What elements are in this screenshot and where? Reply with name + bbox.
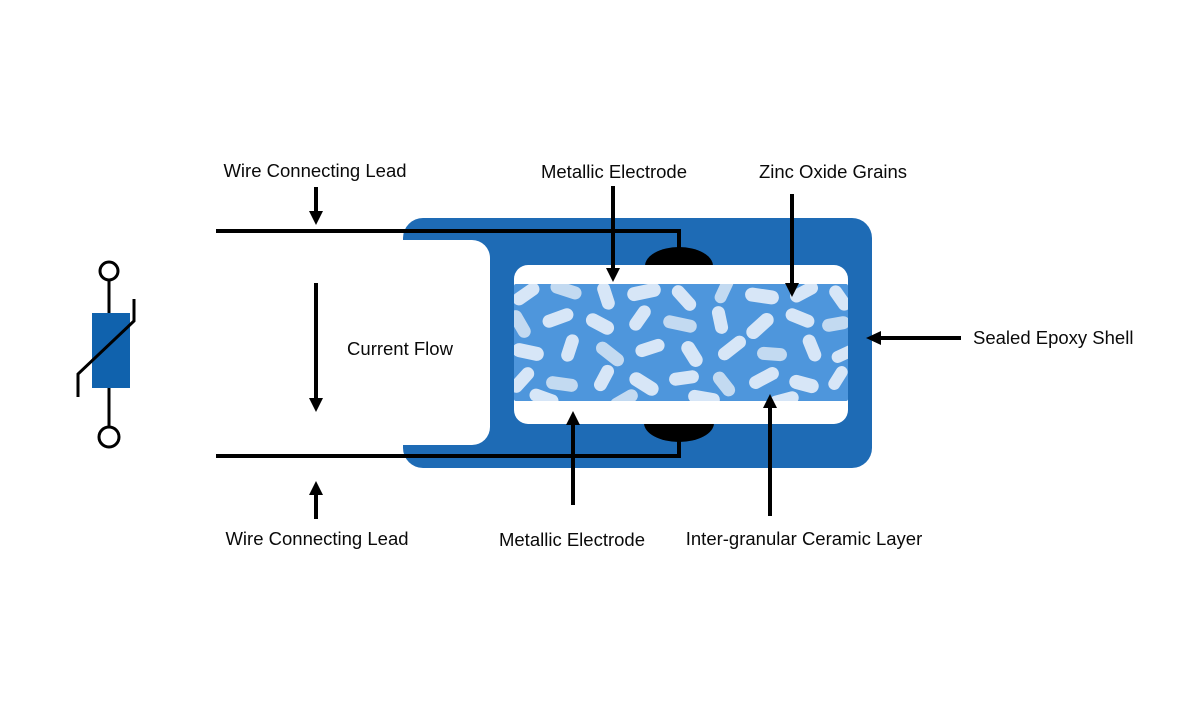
- zinc-oxide-grain: [669, 370, 699, 386]
- zinc-oxide-grain-field: [514, 284, 848, 401]
- wire-leads: [216, 229, 681, 458]
- symbol-varistor-strike: [76, 299, 136, 397]
- label-current-flow: Current Flow: [347, 338, 454, 359]
- zinc-oxide-grain: [610, 389, 638, 401]
- electrode-contacts: [644, 247, 714, 442]
- zinc-oxide-grains-arrow: [785, 194, 799, 297]
- varistor-circuit-symbol: [76, 260, 136, 449]
- diagram-labels: Wire Connecting Lead Metallic Electrode …: [223, 160, 1133, 550]
- zinc-oxide-grain: [688, 389, 720, 401]
- zinc-oxide-grain: [597, 284, 615, 310]
- zinc-oxide-grain: [769, 391, 799, 401]
- zinc-oxide-grain: [711, 306, 729, 334]
- zinc-oxide-grain: [746, 312, 774, 340]
- zinc-oxide-grain: [550, 284, 582, 300]
- zinc-oxide-grain: [514, 343, 544, 361]
- zinc-oxide-grain: [629, 305, 651, 331]
- wire-lead-top-arrow: [309, 187, 323, 225]
- wire-lead-bottom-arrow: [309, 481, 323, 519]
- zinc-oxide-grain: [831, 345, 848, 363]
- zinc-oxide-grain: [561, 334, 579, 362]
- zinc-oxide-grain: [789, 284, 819, 303]
- label-zinc-oxide-grains: Zinc Oxide Grains: [759, 161, 907, 182]
- current-flow-arrow: [309, 283, 323, 412]
- zinc-oxide-grain: [514, 367, 535, 393]
- bottom-contact-dome: [644, 423, 714, 442]
- zinc-oxide-grain: [546, 376, 578, 392]
- zinc-oxide-grain: [585, 313, 615, 335]
- zinc-oxide-grain: [802, 334, 822, 362]
- metallic-electrode-bottom-arrow: [566, 411, 580, 505]
- zinc-oxide-grain: [629, 372, 659, 396]
- zinc-oxide-grain: [712, 371, 736, 397]
- bottom-wire-lead: [216, 437, 681, 458]
- zinc-oxide-grain: [749, 367, 779, 389]
- label-metallic-electrode-bottom: Metallic Electrode: [499, 529, 645, 550]
- zinc-oxide-grain: [828, 366, 848, 390]
- metallic-electrode-top-arrow: [606, 186, 620, 282]
- sealed-epoxy-shell-arrow: [866, 331, 961, 345]
- zinc-oxide-grain: [663, 315, 697, 333]
- label-sealed-epoxy-shell: Sealed Epoxy Shell: [973, 327, 1133, 348]
- zinc-oxide-grain: [593, 364, 615, 392]
- zinc-oxide-grain: [542, 308, 574, 328]
- zinc-oxide-grain: [596, 341, 624, 367]
- zinc-oxide-grain: [718, 335, 746, 361]
- label-wire-connecting-lead-top: Wire Connecting Lead: [223, 160, 406, 181]
- zinc-oxide-grain: [529, 388, 559, 401]
- label-metallic-electrode-top: Metallic Electrode: [541, 161, 687, 182]
- annotation-arrows: [309, 186, 961, 519]
- zinc-oxide-grain: [514, 310, 531, 338]
- zinc-oxide-grain: [789, 374, 819, 394]
- zinc-oxide-grain: [829, 285, 848, 311]
- zinc-oxide-grain: [635, 338, 665, 358]
- top-wire-lead: [216, 229, 681, 252]
- zinc-oxide-grain: [714, 284, 734, 304]
- zinc-oxide-grain: [785, 308, 815, 328]
- symbol-top-terminal-icon: [98, 260, 120, 282]
- zinc-oxide-grain: [822, 316, 848, 332]
- intergranular-ceramic-layer-arrow: [763, 394, 777, 516]
- zinc-oxide-grain: [671, 285, 697, 311]
- symbol-bottom-terminal-icon: [97, 425, 121, 449]
- top-contact-dome: [645, 247, 713, 266]
- zinc-oxide-grain: [681, 341, 703, 367]
- shell-left-opening: [356, 240, 490, 445]
- symbol-body: [92, 313, 130, 388]
- zinc-oxide-grain: [745, 287, 779, 305]
- zinc-oxide-grain: [627, 284, 661, 302]
- zinc-oxide-grain: [514, 284, 540, 306]
- label-intergranular-ceramic-layer: Inter-granular Ceramic Layer: [686, 528, 922, 549]
- zinc-oxide-grain: [757, 346, 787, 362]
- label-wire-connecting-lead-bottom: Wire Connecting Lead: [225, 528, 408, 549]
